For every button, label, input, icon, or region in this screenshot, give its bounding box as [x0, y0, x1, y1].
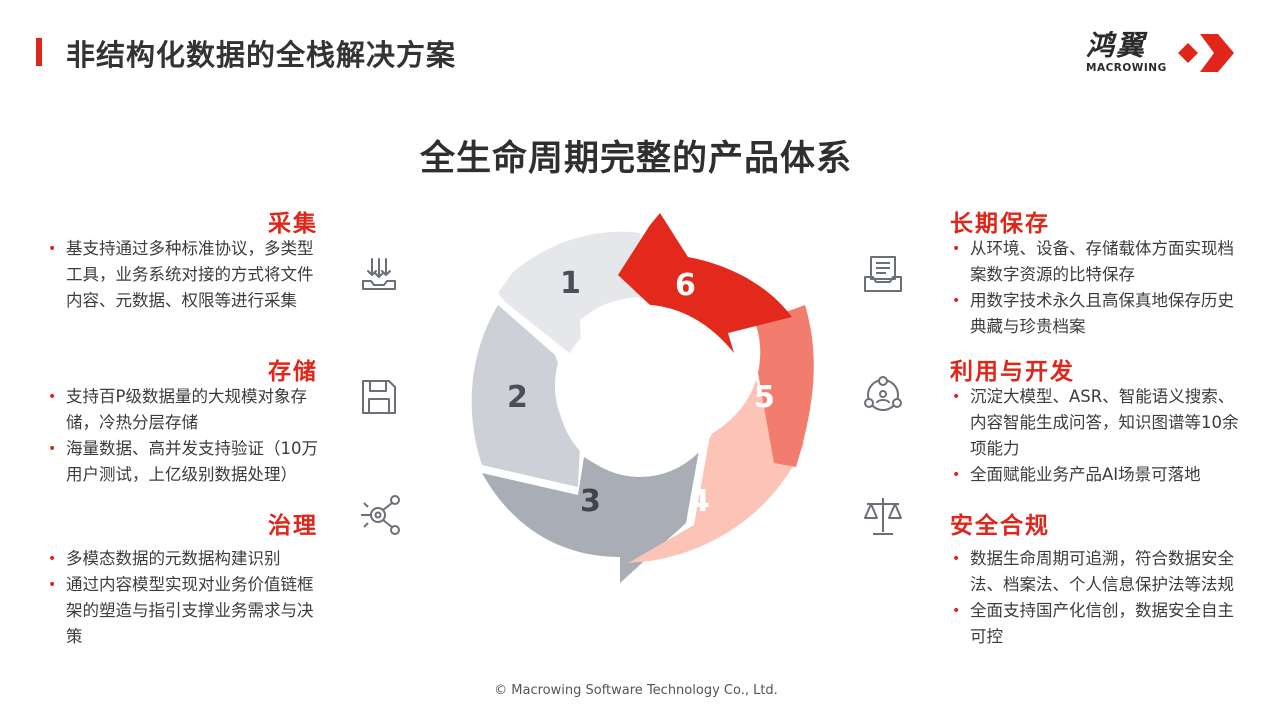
cycle-number-1: 1 — [560, 266, 581, 301]
utilize-bullets: 沉淀大模型、ASR、智能语义搜索、内容智能生成问答，知识图谱等10余项能力 全面… — [950, 384, 1240, 488]
lifecycle-cycle-diagram — [471, 213, 814, 583]
govern-bullets: 多模态数据的元数据构建识别 通过内容模型实现对业务价值链框架的塑造与指引支撑业务… — [46, 546, 316, 650]
section-title-utilize: 利用与开发 — [950, 359, 1075, 385]
cycle-segment-1 — [498, 231, 646, 363]
download-tray-icon — [362, 258, 396, 290]
archive-document-icon — [864, 256, 902, 292]
list-item: 多模态数据的元数据构建识别 — [46, 546, 316, 572]
list-item: 海量数据、高并发支持验证（10万用户测试，上亿级别数据处理） — [46, 436, 328, 488]
cycle-segment-2 — [471, 305, 580, 487]
list-item: 数据生命周期可追溯，符合数据安全法、档案法、个人信息保护法等法规 — [950, 546, 1250, 598]
cycle-number-4: 4 — [689, 484, 710, 519]
storage-bullets: 支持百P级数据量的大规模对象存储，冷热分层存储 海量数据、高并发支持验证（10万… — [46, 384, 328, 488]
main-title: 全生命周期完整的产品体系 — [419, 139, 852, 179]
section-title-collect: 采集 — [268, 211, 318, 237]
preserve-bullets: 从环境、设备、存储载体方面实现档案数字资源的比特保存 用数字技术永久且高保真地保… — [950, 236, 1240, 340]
list-item: 从环境、设备、存储载体方面实现档案数字资源的比特保存 — [950, 236, 1240, 288]
cycle-segment-6 — [618, 213, 792, 353]
floppy-disk-icon — [362, 380, 396, 414]
page-title: 非结构化数据的全栈解决方案 — [66, 38, 457, 72]
cycle-number-5: 5 — [754, 380, 775, 415]
cycle-number-3: 3 — [580, 484, 601, 519]
header-accent-bar — [36, 38, 42, 66]
section-title-storage: 存储 — [268, 359, 318, 385]
logo-chevron-icon — [1178, 34, 1234, 72]
footer-copyright: © Macrowing Software Technology Co., Ltd… — [494, 683, 778, 698]
list-item: 支持百P级数据量的大规模对象存储，冷热分层存储 — [46, 384, 328, 436]
cycle-number-6: 6 — [675, 268, 696, 303]
collect-bullets: 基支持通过多种标准协议，多类型工具，业务系统对接的方式将文件内容、元数据、权限等… — [46, 236, 326, 314]
compliance-bullets: 数据生命周期可追溯，符合数据安全法、档案法、个人信息保护法等法规 全面支持国产化… — [950, 546, 1250, 650]
cycle-segment-3 — [482, 433, 702, 583]
balance-scale-icon — [864, 498, 902, 535]
section-title-govern: 治理 — [268, 513, 318, 539]
section-title-preserve: 长期保存 — [950, 211, 1050, 237]
people-network-icon — [864, 376, 902, 411]
logo-chinese-text: 鸿翼 — [1086, 29, 1147, 62]
section-title-compliance: 安全合规 — [950, 513, 1050, 539]
cycle-segment-5 — [730, 297, 814, 467]
list-item: 基支持通过多种标准协议，多类型工具，业务系统对接的方式将文件内容、元数据、权限等… — [46, 236, 326, 314]
logo-english-text: MACROWING — [1086, 62, 1167, 74]
list-item: 全面支持国产化信创，数据安全自主可控 — [950, 598, 1250, 650]
list-item: 通过内容模型实现对业务价值链框架的塑造与指引支撑业务需求与决策 — [46, 572, 316, 650]
brand-logo: 鸿翼 MACROWING — [1084, 24, 1244, 80]
list-item: 全面赋能业务产品AI场景可落地 — [950, 462, 1240, 488]
list-item: 沉淀大模型、ASR、智能语义搜索、内容智能生成问答，知识图谱等10余项能力 — [950, 384, 1240, 462]
cycle-number-2: 2 — [507, 380, 528, 415]
list-item: 用数字技术永久且高保真地保存历史典藏与珍贵档案 — [950, 288, 1240, 340]
cycle-segment-4 — [628, 380, 805, 563]
data-network-icon — [361, 495, 400, 535]
